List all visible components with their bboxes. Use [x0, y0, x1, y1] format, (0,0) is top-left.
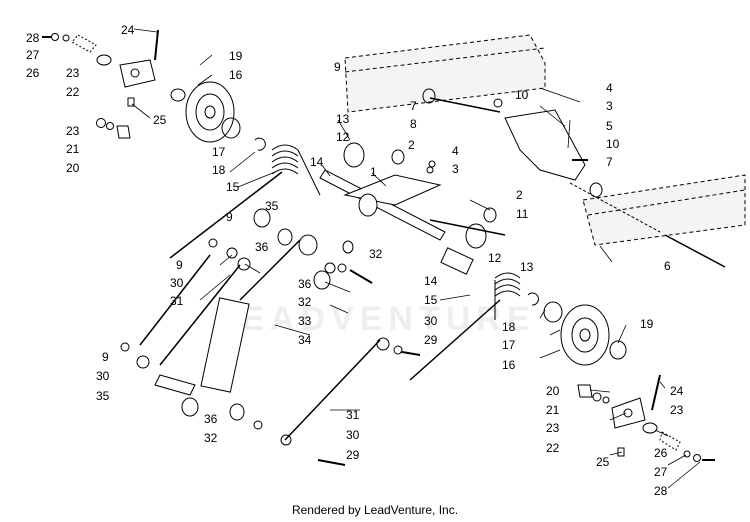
- axle-6: [664, 234, 726, 268]
- part-label-30b: 30: [424, 314, 438, 328]
- part-label-19b: 19: [640, 317, 654, 331]
- lower-spring: [494, 272, 539, 320]
- part-label-27b: 27: [654, 465, 668, 479]
- part-label-12b: 12: [488, 251, 502, 265]
- part-label-15b: 15: [424, 293, 438, 307]
- part-label-26b: 26: [654, 446, 668, 460]
- part-label-8: 8: [410, 117, 417, 131]
- part-label-12: 12: [336, 130, 350, 144]
- part-label-21b: 21: [546, 403, 560, 417]
- part-label-16: 16: [229, 68, 243, 82]
- part-label-6: 6: [664, 259, 671, 273]
- part-label-11: 11: [516, 207, 529, 221]
- part-label-30: 30: [170, 276, 184, 290]
- shock-absorber: [200, 234, 318, 393]
- part-label-24: 24: [121, 23, 135, 37]
- part-label-28: 28: [26, 31, 40, 45]
- part-label-14b: 14: [424, 274, 438, 288]
- part-label-23b: 23: [66, 124, 80, 138]
- part-label-3b: 3: [452, 162, 459, 176]
- part-label-18: 18: [212, 163, 226, 177]
- part-label-31: 31: [170, 294, 184, 308]
- right-lower-bracket-assembly: [577, 374, 715, 462]
- center-arm-assembly: [319, 88, 497, 275]
- part-label-30d: 30: [346, 428, 360, 442]
- part-label-7b: 7: [606, 155, 613, 169]
- part-label-13: 13: [336, 112, 350, 126]
- part-label-4b: 4: [452, 144, 459, 158]
- part-label-10: 10: [515, 88, 529, 102]
- part-label-32: 32: [369, 247, 383, 261]
- part-label-27: 27: [26, 48, 40, 62]
- axle-6-guide: [569, 182, 661, 233]
- lower-rail: [582, 174, 746, 246]
- part-label-33: 33: [298, 314, 312, 328]
- part-label-7: 7: [410, 99, 417, 113]
- part-label-20b: 20: [546, 384, 560, 398]
- axle-8: [429, 97, 501, 113]
- part-label-22b: 22: [546, 441, 560, 455]
- part-label-35b: 35: [96, 389, 110, 403]
- part-label-15: 15: [226, 180, 240, 194]
- part-label-29b: 29: [346, 448, 360, 462]
- part-label-9: 9: [334, 60, 341, 74]
- part-label-17b: 17: [502, 338, 516, 352]
- part-label-9b: 9: [226, 210, 233, 224]
- watermark-text: LEADVENTURE: [214, 300, 535, 338]
- part-label-36b: 36: [298, 277, 312, 291]
- part-label-32b: 32: [298, 295, 312, 309]
- right-idler-wheel: [543, 301, 627, 366]
- part-label-16b: 16: [502, 358, 516, 372]
- torsion-rod-lower: [409, 299, 501, 381]
- part-label-2: 2: [408, 138, 415, 152]
- part-label-24b: 24: [670, 384, 684, 398]
- part-label-34: 34: [298, 333, 312, 347]
- left-idler-wheel: [185, 81, 266, 151]
- part-label-14: 14: [310, 155, 324, 169]
- part-label-9c: 9: [176, 258, 183, 272]
- leader-lines: [131, 28, 701, 489]
- upper-spring: [271, 144, 321, 196]
- part-label-2b: 2: [516, 188, 523, 202]
- part-label-30c: 30: [96, 369, 110, 383]
- part-label-36: 36: [255, 240, 269, 254]
- part-label-23c: 23: [546, 421, 560, 435]
- torsion-rod-upper: [169, 171, 283, 259]
- part-label-23d: 23: [670, 403, 684, 417]
- part-label-19: 19: [229, 49, 243, 63]
- left-links: [120, 208, 421, 466]
- part-label-1: 1: [370, 165, 377, 179]
- part-label-36c: 36: [204, 412, 218, 426]
- diagram-artwork: [42, 28, 746, 489]
- part-label-9d: 9: [102, 350, 109, 364]
- axle-11: [429, 219, 506, 236]
- part-labels: 28 27 26 24 23 22 19 16 25 23 21 20 17 1…: [26, 23, 684, 498]
- left-bracket-assembly: [42, 29, 186, 139]
- part-label-29: 29: [424, 333, 438, 347]
- part-label-18b: 18: [502, 320, 516, 334]
- part-label-4: 4: [606, 81, 613, 95]
- part-label-32c: 32: [204, 431, 218, 445]
- part-label-35: 35: [265, 199, 279, 213]
- right-bracket-assembly: [493, 98, 603, 198]
- upper-rail: [344, 34, 546, 113]
- part-label-28b: 28: [654, 484, 668, 498]
- part-label-23: 23: [66, 66, 80, 80]
- part-label-3: 3: [606, 99, 613, 113]
- part-label-21: 21: [66, 142, 80, 156]
- part-label-10b: 10: [606, 137, 620, 151]
- part-label-13b: 13: [520, 260, 534, 274]
- render-credit: Rendered by LeadVenture, Inc.: [291, 503, 459, 517]
- part-label-17: 17: [212, 145, 226, 159]
- part-label-20: 20: [66, 161, 80, 175]
- part-label-31b: 31: [346, 408, 360, 422]
- part-label-25b: 25: [596, 455, 610, 469]
- part-label-25: 25: [153, 113, 167, 127]
- part-label-22: 22: [66, 85, 80, 99]
- part-label-26: 26: [26, 66, 40, 80]
- part-label-5: 5: [606, 119, 613, 133]
